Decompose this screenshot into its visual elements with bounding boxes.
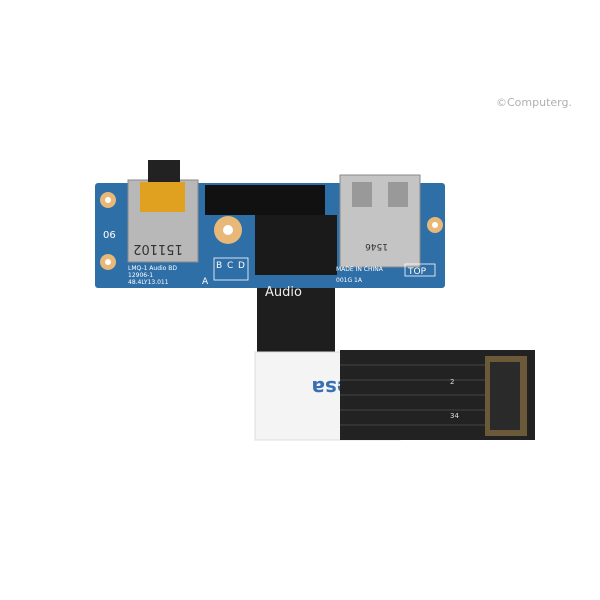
jumper-label: D [238,261,245,271]
pin-mark: 2 [450,378,454,386]
board-code: 001G 1A [336,277,363,284]
kapton-tape [140,182,185,212]
a-mark: A [202,277,209,287]
board-label: 48.4LY13.011 [128,279,169,286]
jack-marking: 151102 [133,241,183,256]
board-label: 12906-1 [128,272,153,279]
jumper-label: C [227,261,233,271]
usb-marking: 1546 [365,241,388,251]
made-in-label: MADE IN CHINA [336,266,384,273]
pin-mark: 34 [450,412,459,420]
cable-label: Audio [265,285,302,300]
top-mark: TOP [407,267,427,277]
jumper-label: B [216,261,222,271]
side-marking: 06 [103,230,116,241]
cable-connector [255,215,337,275]
watermark-logo: ©Computerg. [496,96,572,109]
board-label: LMQ-1 Audio BD [128,265,177,272]
